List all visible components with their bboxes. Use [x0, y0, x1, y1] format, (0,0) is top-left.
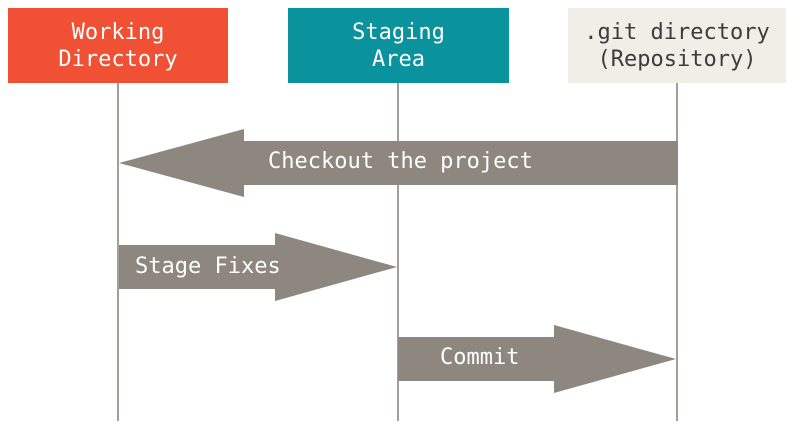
- stage-fixes-arrow: [119, 233, 397, 301]
- git-directory-label-line1: .git directory: [584, 19, 770, 45]
- staging-area-label-line2: Area: [372, 46, 425, 72]
- working-directory-label-line2: Directory: [58, 46, 178, 72]
- staging-area-lifeline: [397, 83, 399, 421]
- staging-area-label-line1: Staging: [352, 19, 445, 45]
- checkout-arrow: [119, 129, 678, 197]
- commit-label: Commit: [440, 345, 520, 370]
- working-directory-box: Working Directory: [8, 8, 228, 83]
- stage-fixes-label: Stage Fixes: [135, 254, 281, 279]
- git-directory-lifeline: [676, 83, 678, 421]
- staging-area-box: Staging Area: [288, 8, 509, 83]
- commit-arrow: [398, 325, 676, 393]
- git-directory-box: .git directory (Repository): [568, 8, 786, 83]
- working-directory-lifeline: [117, 83, 119, 421]
- working-directory-label-line1: Working: [71, 19, 165, 45]
- git-directory-label-line2: (Repository): [597, 46, 757, 72]
- checkout-label: Checkout the project: [268, 149, 533, 174]
